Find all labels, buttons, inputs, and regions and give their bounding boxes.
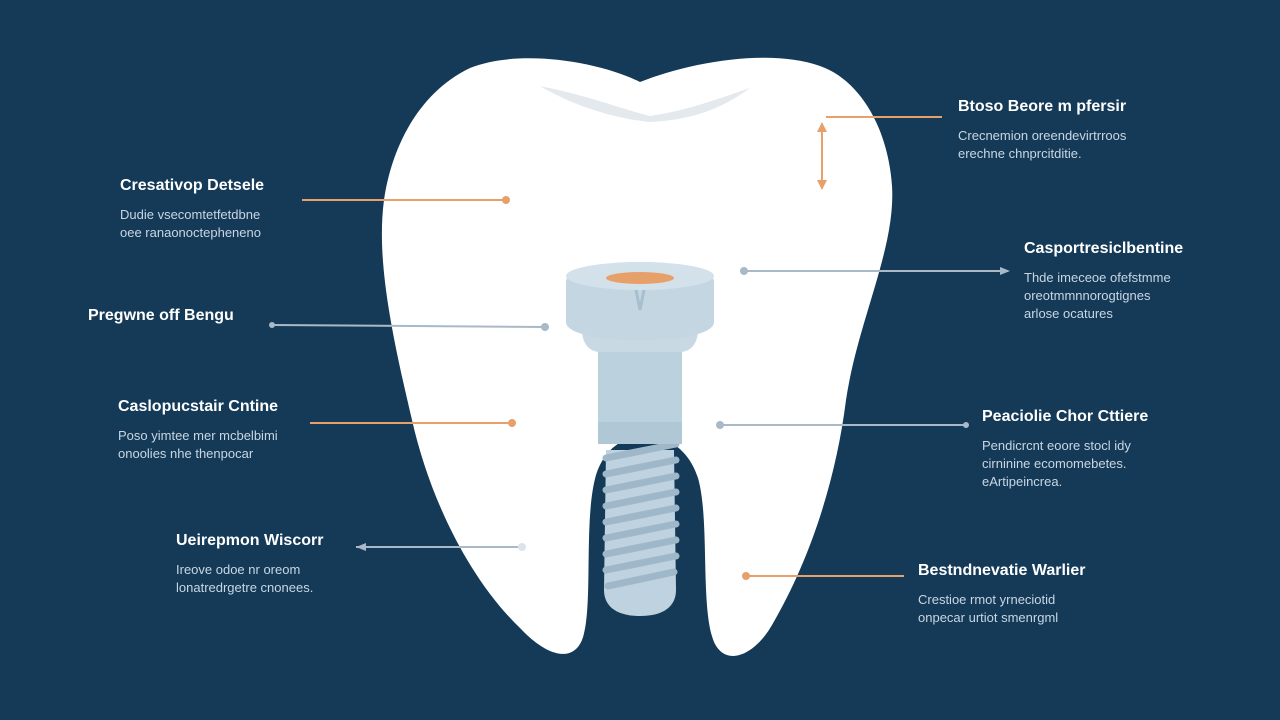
callout-desc: Pendicrcnt eoore stocl idy cirninine eco… (982, 438, 1131, 489)
callout-desc: Thde imeceoe ofefstmme oreotmmnnorogtign… (1024, 270, 1171, 321)
implant-neck (598, 346, 682, 430)
callout-left-3: Caslopucstair Cntine Poso yimtee mer mcb… (118, 397, 278, 463)
implant-screw (602, 440, 680, 616)
callout-desc: Crecnemion oreendevirtrroos erechne chnp… (958, 128, 1127, 161)
callout-title: Cresativop Detsele (120, 177, 265, 194)
callout-title: Peaciolie Chor Cttiere (982, 408, 1149, 425)
callout-desc: Ireove odoe nr oreom lonatredrgetre cnon… (176, 562, 314, 595)
callout-left-4: Ueirepmon Wiscorr Ireove odoe nr oreom l… (176, 531, 323, 597)
callout-desc: Crestioe rmot yrneciotid onpecar urtiot … (918, 592, 1059, 625)
implant-head-core (606, 272, 674, 284)
callout-title: Caslopucstair Cntine (118, 398, 279, 415)
callout-right-2: Casportresiclbentine Thde imeceoe ofefst… (1024, 239, 1183, 323)
callout-desc: Poso yimtee mer mcbelbimi onoolies nhe t… (118, 428, 278, 461)
callout-title: Btoso Beore m pfersir (958, 98, 1127, 115)
callout-right-1: Btoso Beore m pfersir Crecnemion oreende… (958, 97, 1126, 163)
callout-left-2: Pregwne off Bengu (88, 306, 234, 326)
callout-right-4: Bestndnevatie Warlier Crestioe rmot yrne… (918, 561, 1085, 627)
callout-right-3: Peaciolie Chor Cttiere Pendicrcnt eoore … (982, 407, 1148, 491)
callout-desc: Dudie vsecomtetfetdbne oee ranaonoctephe… (120, 207, 261, 240)
tooth-crown-highlight (540, 86, 750, 122)
callout-title: Ueirepmon Wiscorr (176, 532, 324, 549)
callout-title: Bestndnevatie Warlier (918, 562, 1086, 579)
callout-left-1: Cresativop Detsele Dudie vsecomtetfetdbn… (120, 176, 264, 242)
callout-title: Casportresiclbentine (1024, 240, 1184, 257)
callout-title: Pregwne off Bengu (88, 307, 234, 324)
leader-lines (269, 116, 1010, 580)
